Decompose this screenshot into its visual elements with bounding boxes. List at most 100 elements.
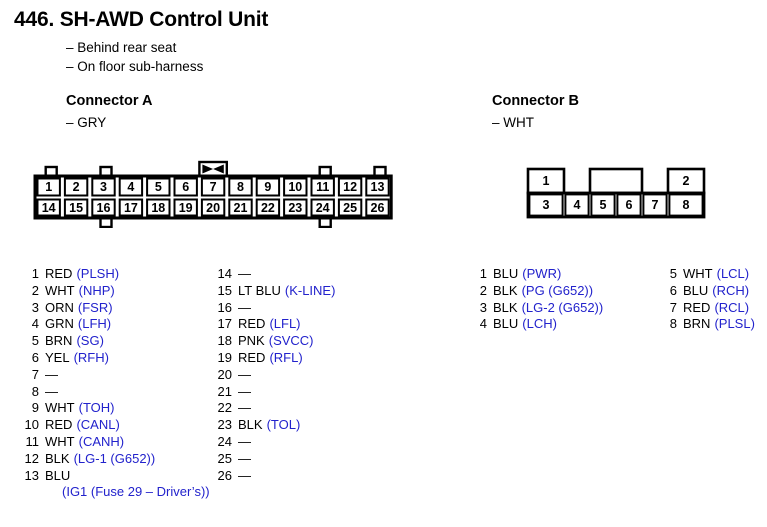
pin-signal-name: (LCL): [716, 266, 750, 281]
pin-number: 5: [669, 266, 677, 281]
pin-number: 1: [31, 266, 39, 281]
pin-cell-label: 4: [574, 198, 581, 212]
pin-number: 22: [217, 400, 232, 416]
pin-cell: [365, 177, 390, 197]
pin-description: RED(RCL): [683, 300, 749, 317]
pin-wire-color: WHT: [45, 282, 75, 298]
pin-description: BLK(LG-1 (G652)): [45, 451, 155, 468]
pin-cell-label: 15: [69, 201, 83, 215]
pin-cell-label: 25: [343, 201, 357, 215]
pin-cell-label: 6: [626, 198, 633, 212]
pin-signal-name: (CANL): [76, 417, 120, 433]
pin-row: 21 —: [215, 384, 335, 401]
pin-signal-name: (LFL): [269, 316, 301, 332]
pin-cell-label: 23: [288, 201, 302, 215]
pin-unused-dash: —: [45, 383, 58, 399]
pin-number: 1: [479, 266, 487, 281]
pin-cell: [564, 193, 590, 217]
page-title: 446. SH-AWD Control Unit: [14, 8, 269, 31]
pin-row: 25 —: [215, 451, 335, 468]
pin-wire-color: RED: [238, 349, 266, 365]
pin-cell-label: 24: [316, 201, 330, 215]
pin-wire-color: BLU: [493, 316, 519, 332]
pin-cell-label: 21: [234, 201, 248, 215]
pin-unused-dash: —: [238, 383, 251, 399]
pin-description: RED(RFL): [238, 350, 303, 367]
pin-number: 18: [217, 333, 232, 349]
pin-description: WHT(LCL): [683, 266, 749, 283]
pin-cell: [146, 198, 171, 217]
pin-cell-label: 1: [543, 174, 550, 188]
pin-unused-dash: —: [45, 366, 58, 382]
pin-description: WHT(NHP): [45, 283, 115, 300]
pin-wire-color: BLK: [493, 282, 518, 298]
pin-wire-color: BRN: [683, 316, 711, 332]
pin-unused-dash: —: [238, 450, 251, 466]
pin-signal-name: (TOL): [266, 417, 301, 433]
pin-cell-label: 6: [182, 180, 189, 194]
pin-description: RED(CANL): [45, 417, 120, 434]
pin-cell-label: 14: [42, 201, 56, 215]
pin-cell-label: 7: [210, 180, 217, 194]
pin-row: 5 WHT(LCL): [660, 266, 755, 283]
pin-wire-color: BRN: [45, 333, 73, 349]
pin-number: 5: [31, 333, 39, 349]
pin-cell-label: 2: [683, 174, 690, 188]
pin-description: BLK(PG (G652)): [493, 283, 593, 300]
pin-number: 11: [25, 433, 40, 449]
pin-row: 16—: [215, 300, 335, 317]
pin-description: —: [238, 434, 251, 451]
pin-wire-color: GRN: [45, 316, 74, 332]
pin-cell: [283, 198, 308, 217]
pin-number: 3: [479, 299, 487, 315]
pin-cell: [283, 177, 308, 197]
pin-unused-dash: —: [238, 366, 251, 382]
pin-description: —: [45, 384, 58, 401]
pin-cell: [310, 177, 335, 197]
pin-cell-label: 9: [264, 180, 271, 194]
pin-number: 2: [479, 282, 487, 298]
pin-signal-name: (TOH): [78, 400, 115, 416]
pin-cell-label: 4: [127, 180, 134, 194]
pin-number: 9: [31, 400, 39, 416]
pin-cell-label: 8: [683, 198, 690, 212]
pin-signal-name: (PWR): [522, 266, 562, 281]
pin-number: 25: [217, 450, 232, 466]
pin-row: 20—: [215, 367, 335, 384]
pin-description: BRN(SG): [45, 333, 104, 350]
connector-b-color-label: – WHT: [492, 115, 534, 130]
pin-number: 21: [217, 383, 232, 399]
pin-row: 26—: [215, 468, 335, 485]
pin-unused-dash: —: [238, 266, 251, 281]
pin-cell: [365, 198, 390, 217]
pin-cell-label: 10: [288, 180, 302, 194]
pin-description: PNK(SVCC): [238, 333, 314, 350]
pin-cell-label: 2: [73, 180, 80, 194]
pin-cell: [173, 177, 198, 197]
pin-signal-name: (FSR): [77, 299, 113, 315]
pin-row: 22—: [215, 400, 335, 417]
pin-description: —: [238, 468, 251, 485]
pin-signal-name: (RCH): [712, 282, 750, 298]
pin-cell: [616, 193, 642, 217]
pin-description: BRN(PLSL): [683, 316, 755, 333]
pin-signal-name: (LFH): [77, 316, 112, 332]
pin-description: —: [238, 384, 251, 401]
pin-signal-name: (LG-1 (G652)): [73, 450, 156, 466]
pin-signal-name: (PLSH): [76, 266, 120, 281]
